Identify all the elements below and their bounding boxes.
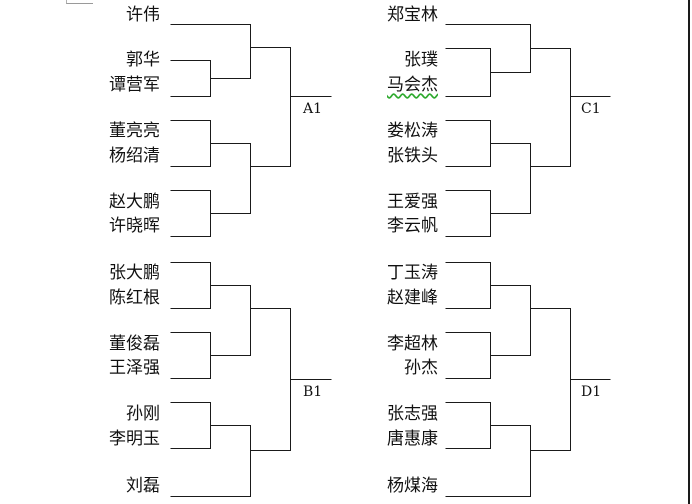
bracket-d1-r1-pair3 bbox=[445, 402, 491, 449]
bracket-a1-r1-pair3 bbox=[170, 190, 211, 237]
bracket-b1-r1-pair3 bbox=[170, 402, 211, 449]
player-c1-5: 张铁头 bbox=[387, 146, 438, 166]
bracket-b1-r1-pair2 bbox=[170, 332, 211, 379]
group-label-b1: B1 bbox=[303, 384, 323, 400]
player-d1-6: 唐惠康 bbox=[387, 429, 438, 449]
right-border bbox=[688, 0, 690, 504]
bracket-d1-r3 bbox=[530, 308, 571, 451]
player-b1-2: 陈红根 bbox=[109, 288, 160, 308]
player-a1-4: 董亮亮 bbox=[109, 121, 160, 141]
bracket-b1-r2-bottom bbox=[170, 425, 251, 497]
player-c1-2: 张璞 bbox=[404, 50, 438, 70]
player-b1-6: 李明玉 bbox=[109, 429, 160, 449]
player-a1-2: 郭华 bbox=[126, 50, 160, 70]
player-c1-4: 娄松涛 bbox=[387, 121, 438, 141]
bracket-a1-r2-bottom bbox=[210, 143, 251, 214]
player-b1-4: 王泽强 bbox=[109, 358, 160, 378]
player-a1-1: 许伟 bbox=[126, 5, 160, 25]
player-d1-7: 杨煤海 bbox=[387, 476, 438, 496]
bracket-a1-r1-pair1 bbox=[170, 60, 211, 97]
bracket-a1-r1-pair2 bbox=[170, 120, 211, 167]
group-label-a1: A1 bbox=[303, 101, 323, 117]
player-b1-3: 董俊磊 bbox=[109, 334, 160, 354]
group-label-d1: D1 bbox=[581, 384, 602, 400]
player-c1-1: 郑宝林 bbox=[387, 5, 438, 25]
bracket-d1-r2-bottom bbox=[445, 425, 531, 497]
bracket-a1-r3 bbox=[250, 47, 291, 167]
bracket-a1-r2-top bbox=[170, 24, 251, 79]
bracket-c1-r1-pair1 bbox=[445, 48, 491, 97]
player-b1-5: 孙刚 bbox=[126, 404, 160, 424]
player-c1-6: 王爱强 bbox=[387, 192, 438, 212]
bracket-b1-r3 bbox=[250, 308, 291, 451]
bracket-c1-r1-pair2 bbox=[445, 120, 491, 167]
bracket-b1-r2-top bbox=[210, 285, 251, 356]
player-d1-4: 孙杰 bbox=[404, 358, 438, 378]
bracket-c1-r1-pair3 bbox=[445, 190, 491, 237]
player-c1-3: 马会杰 bbox=[387, 75, 438, 95]
player-c1-7: 李云帆 bbox=[387, 216, 438, 236]
bracket-d1-r1-pair1 bbox=[445, 262, 491, 309]
player-b1-7: 刘磊 bbox=[126, 476, 160, 496]
bracket-b1-r1-pair1 bbox=[170, 262, 211, 309]
player-a1-6: 赵大鹏 bbox=[109, 192, 160, 212]
player-d1-1: 丁玉涛 bbox=[387, 263, 438, 283]
player-a1-7: 许晓晖 bbox=[109, 216, 160, 236]
player-a1-5: 杨绍清 bbox=[109, 146, 160, 166]
player-a1-3: 谭营军 bbox=[109, 75, 160, 95]
group-label-c1: C1 bbox=[581, 101, 601, 117]
player-b1-1: 张大鹏 bbox=[109, 263, 160, 283]
player-d1-3: 李超林 bbox=[387, 334, 438, 354]
player-d1-2: 赵建峰 bbox=[387, 288, 438, 308]
cursor-mark bbox=[66, 0, 93, 4]
bracket-d1-r1-pair2 bbox=[445, 332, 491, 379]
bracket-c1-r2-bottom bbox=[490, 143, 531, 214]
bracket-c1-r3 bbox=[530, 48, 571, 167]
bracket-d1-r2-top bbox=[490, 285, 531, 356]
player-d1-5: 张志强 bbox=[387, 404, 438, 424]
